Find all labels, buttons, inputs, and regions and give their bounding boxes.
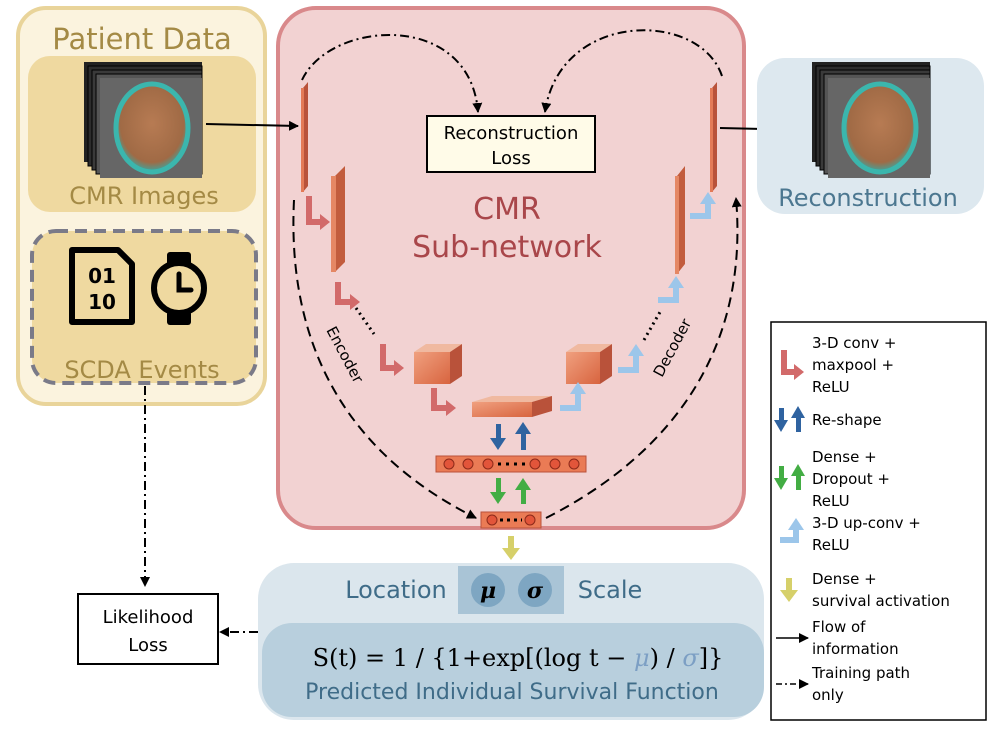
legend-dense-icon [774,464,805,490]
encoder-slab-2 [331,166,345,272]
legend-conv-line1: 3-D conv + [812,334,896,352]
scale-label: Scale [578,576,643,604]
reconstruction-label: Reconstruction [778,184,958,212]
legend-upconv-line2: ReLU [812,536,850,554]
legend: 3-D conv + maxpool + ReLU Re-shape Dense… [770,321,987,721]
legend-conv-icon [781,350,796,375]
upconv-arrow-2 [618,354,639,373]
decoder-slab-2 [675,166,685,274]
conv-arrow-3 [380,344,396,371]
legend-training-line1: Training path [811,664,910,682]
decoder-path [545,197,742,519]
legend-flow-label: Flow of information [812,618,899,658]
binary-file-icon: 01 10 [69,247,135,325]
sigma-node [518,573,552,607]
legend-flow-line1: Flow of [812,618,866,636]
decoder-output-slab [710,82,717,192]
legend-dense-line2: Dropout + [812,470,890,488]
legend-survival-icon [780,578,798,602]
latent-layer [480,511,542,529]
conv-arrows [306,196,448,411]
upconv-arrow-1 [560,392,581,411]
patient-data-panel: Patient Data CMR Images 01 10 SCDA Event… [16,6,267,406]
survival-function-box [262,623,764,717]
formula-mu: μ [634,644,650,672]
network-title-line1: CMR [473,192,541,227]
scda-events-box [30,229,258,385]
reconstruction-image-stack [812,62,931,178]
formula-mid: ) / [650,644,683,672]
flow-arrow-input [205,120,299,131]
network-title-line2: Sub-network [412,230,602,265]
legend-conv-label: 3-D conv + maxpool + ReLU [812,334,901,396]
conv-arrow-1 [306,196,322,225]
legend-conv-line3: ReLU [812,378,850,396]
legend-flow-line2: information [812,640,899,658]
formula-suffix: ]} [699,644,724,672]
legend-upconv-icon [780,528,799,543]
survival-function-label: Predicted Individual Survival Function [305,680,719,705]
likelihood-loss-line2: Loss [128,635,167,656]
formula-sigma: σ [682,644,699,672]
sigma-symbol: σ [527,578,544,604]
decoder-cube [566,344,612,384]
scda-events-label: SCDA Events [64,356,219,384]
reshape-arrows [490,422,531,450]
cmr-image-stack [84,62,203,178]
legend-upconv-label: 3-D up-conv + ReLU [812,514,926,554]
legend-survival-line1: Dense + [812,570,877,588]
legend-conv-line2: maxpool + [812,356,894,374]
svg-text:01: 01 [88,264,116,288]
survival-panel: μ σ Location Scale S(t) = 1 / {1+exp[(lo… [258,563,764,720]
bottleneck-slab [472,396,552,417]
legend-reshape-label: Re-shape [812,411,882,429]
legend-survival-label: Dense + survival activation [812,570,950,610]
survival-formula: S(t) = 1 / {1+exp[(log t − μ) / σ]} [313,644,724,672]
encoder-cube [414,344,462,384]
cmr-images-label: CMR Images [69,182,218,210]
survival-activation-arrow [502,536,520,560]
legend-training-label: Training path only [811,664,915,704]
likelihood-loss-line1: Likelihood [103,607,194,628]
patient-data-title: Patient Data [52,22,231,56]
legend-survival-line2: survival activation [812,592,950,610]
svg-text:10: 10 [88,290,116,314]
legend-upconv-line1: 3-D up-conv + [812,514,921,532]
legend-reshape-icon [774,406,805,432]
legend-training-line2: only [812,686,844,704]
cmr-subnetwork-panel: CMR Sub-network Reconstruction Loss [276,6,746,530]
legend-dense-line3: ReLU [812,492,850,510]
mu-node [471,573,505,607]
reconstruction-panel: Reconstruction [757,58,984,214]
likelihood-loss-box [77,593,219,665]
upconv-arrow-3 [658,286,679,303]
upconv-arrow-4 [690,202,711,219]
encoder-path [292,199,477,519]
legend-dense-label: Dense + Dropout + ReLU [812,448,895,510]
watch-icon [151,252,207,325]
mu-symbol: μ [480,578,496,604]
upconv-arrow-heads [570,192,716,394]
legend-dense-line1: Dense + [812,448,877,466]
encoder-input-slab [301,82,308,192]
reconstruction-loss-line1: Reconstruction [444,123,579,144]
reconstruction-loss-box [426,115,596,173]
training-arc-left [301,34,483,113]
location-label: Location [345,576,447,604]
reconstruction-loss-line2: Loss [491,148,530,169]
conv-arrow-2 [335,282,352,305]
dense-layer [435,455,587,473]
conv-arrow-4 [431,388,448,411]
training-arc-right [541,29,723,113]
conv-arrow-heads [320,214,456,416]
formula-prefix: S(t) = 1 / {1+exp[(log t − [313,644,634,672]
dense-arrows [490,478,531,504]
upconv-arrows [560,202,711,411]
